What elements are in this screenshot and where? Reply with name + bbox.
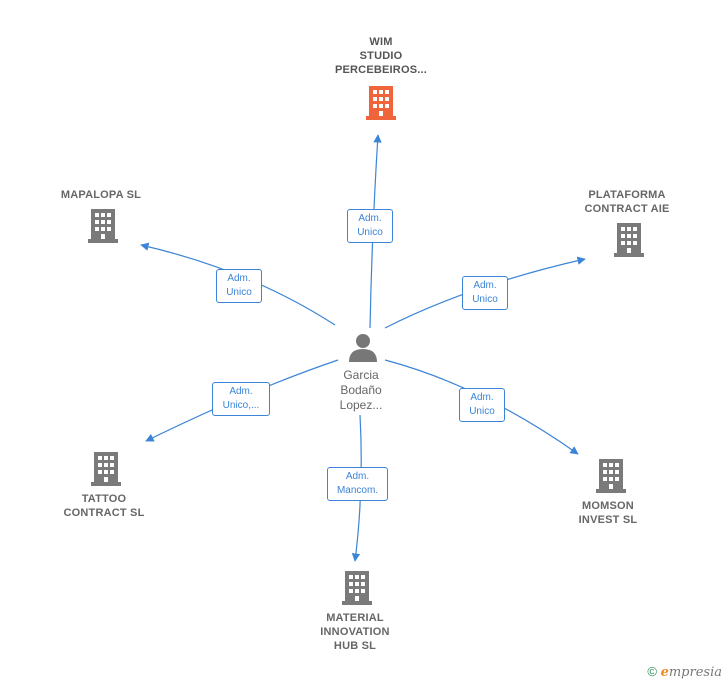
company-label-plataforma[interactable]: PLATAFORMA CONTRACT AIE [552,188,702,216]
building-icon[interactable] [342,569,372,605]
company-name-line: WIM [369,36,393,48]
building-icon[interactable] [88,207,118,243]
relation-line: Adm. [345,471,370,482]
center-name-line: Lopez... [339,398,383,412]
company-label-wim[interactable]: WIM STUDIO PERCEBEIROS... [306,35,456,77]
company-name-line: INVEST SL [578,514,638,526]
company-label-tattoo[interactable]: TATTOO CONTRACT SL [29,492,179,520]
company-name-line: HUB SL [333,640,377,652]
company-label-momson[interactable]: MOMSON INVEST SL [533,499,683,527]
building-icon[interactable] [596,457,626,493]
relation-line: Adm. [229,386,253,397]
copyright-icon: © [647,664,657,679]
relation-label-material[interactable]: Adm. Mancom. [327,467,388,501]
company-label-mapalopa[interactable]: MAPALOPA SL [26,188,176,202]
relation-line: Adm. [470,392,494,403]
company-label-material[interactable]: MATERIAL INNOVATION HUB SL [280,611,430,653]
company-name-line: INNOVATION [320,626,390,638]
center-name-line: Garcia [343,368,379,382]
relation-label-momson[interactable]: Adm. Unico [459,388,505,422]
relation-line: Adm. [358,213,382,224]
brand-logo[interactable]: empresia [660,665,722,680]
company-name-line: PERCEBEIROS... [334,64,428,76]
company-name-line: STUDIO [359,50,403,62]
building-icon[interactable] [614,221,644,257]
relation-line: Unico [357,227,383,238]
relation-line: Unico [472,294,498,305]
center-person-name[interactable]: Garcia Bodaño Lopez... [316,368,406,413]
brand-footer: © empresia [647,664,722,680]
relation-label-wim[interactable]: Adm. Unico [347,209,393,243]
relation-line: Unico,... [222,400,260,411]
center-name-line: Bodaño [340,383,382,397]
company-name-line: TATTOO [81,493,127,505]
relation-line: Mancom. [336,485,379,496]
relation-line: Unico [226,287,252,298]
building-icon[interactable] [366,84,396,120]
company-name-line: MATERIAL [326,612,384,624]
person-icon[interactable] [347,332,379,362]
relation-label-mapalopa[interactable]: Adm. Unico [216,269,262,303]
relation-line: Unico [469,406,495,417]
company-name-line: PLATAFORMA [588,189,666,201]
relation-label-plataforma[interactable]: Adm. Unico [462,276,508,310]
relation-label-tattoo[interactable]: Adm. Unico,... [212,382,270,416]
building-icon[interactable] [91,450,121,486]
company-name-line: MOMSON [582,500,634,512]
company-name-line: MAPALOPA SL [60,189,142,201]
relation-line: Adm. [227,273,251,284]
relation-line: Adm. [473,280,497,291]
company-name-line: CONTRACT SL [63,507,145,519]
company-name-line: CONTRACT AIE [584,203,670,215]
